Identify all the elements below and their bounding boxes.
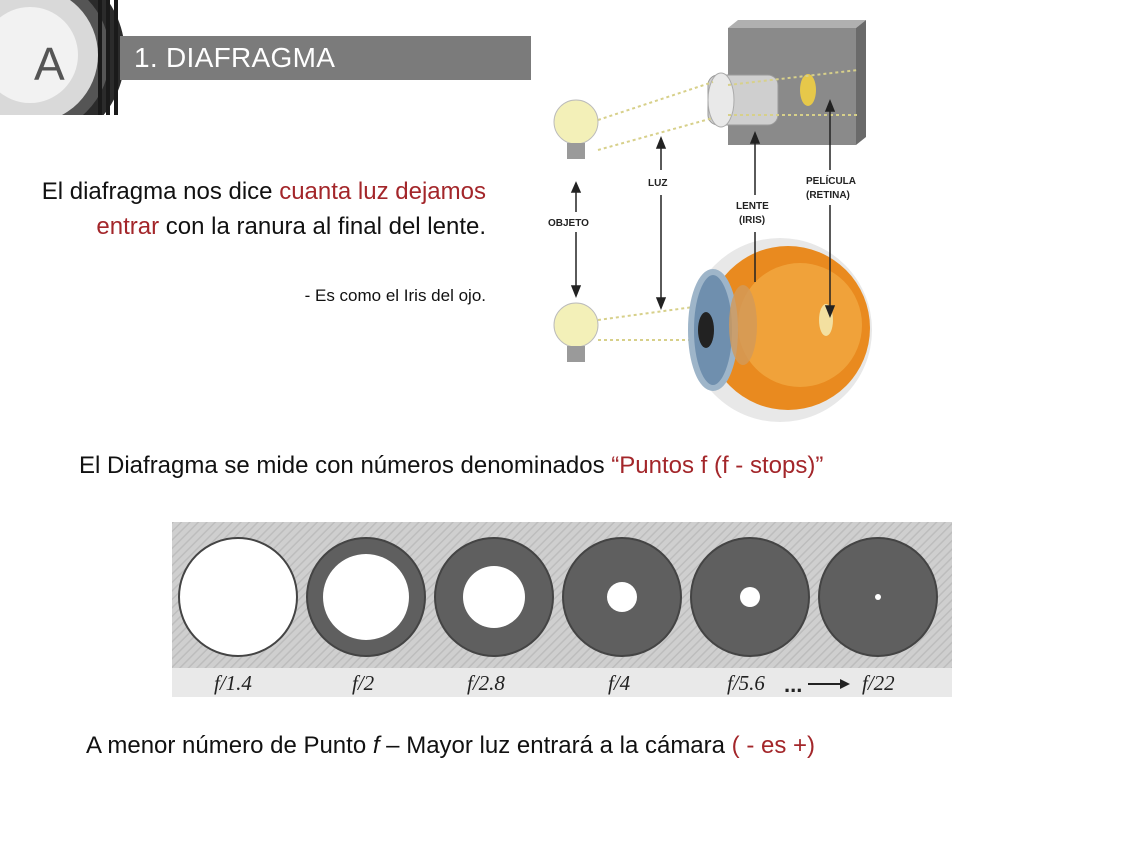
- aperture-5: [690, 537, 810, 657]
- label-lente: LENTE: [736, 201, 769, 212]
- aperture-4: [562, 537, 682, 657]
- fstop-label: f/2.8: [467, 671, 505, 695]
- fstop-label: f/1.4: [214, 671, 252, 695]
- aperture-6: [818, 537, 938, 657]
- label-luz: LUZ: [648, 178, 667, 189]
- fstops-panel: f/1.4 f/2 f/2.8 f/4 f/5.6 ... f/22: [172, 522, 952, 697]
- intro-paragraph: El diafragma nos dice cuanta luz dejamos…: [40, 174, 486, 244]
- intro-note: - Es como el Iris del ojo.: [304, 286, 486, 305]
- label-pelicula: PELÍCULA: [806, 174, 856, 187]
- fstop-ellipsis: ...: [784, 672, 802, 697]
- line2-highlight: “Puntos f (f - stops)”: [611, 452, 824, 479]
- fstop-label: f/2: [352, 671, 375, 695]
- title-bar: [120, 36, 531, 80]
- bulb-icon: [553, 302, 599, 362]
- line2-text: El Diafragma se mide con números denomin…: [79, 452, 612, 479]
- aperture-3: [434, 537, 554, 657]
- eye-illustration: [688, 238, 872, 422]
- camera-illustration: [707, 20, 866, 145]
- dial-letter: A: [34, 38, 65, 90]
- fstop-label: f/5.6: [727, 671, 765, 695]
- dial-graphic: A: [0, 0, 125, 115]
- camera-eye-diagram: OBJETO LUZ LENTE (IRIS) PELÍCULA (RETINA…: [548, 20, 872, 422]
- line3-f: f: [372, 732, 380, 759]
- line3-text-a: A menor número de Punto: [86, 732, 373, 759]
- aperture-2: [306, 537, 426, 657]
- page-title: 1. DIAFRAGMA: [134, 42, 336, 73]
- arrow-right-icon: [808, 679, 850, 689]
- bulb-icon: [553, 99, 599, 159]
- fstop-label: f/4: [608, 671, 631, 695]
- fstop-label: f/22: [862, 671, 895, 695]
- label-retina: (RETINA): [806, 190, 850, 201]
- intro-highlight: cuanta luz dejamos entrar: [96, 178, 486, 240]
- conclusion-line: A menor número de Punto f – Mayor luz en…: [86, 732, 815, 760]
- intro-text-1: El diafragma nos dice: [41, 178, 280, 205]
- intro-text-2: con la ranura al final del lente.: [159, 213, 486, 240]
- line3-text-b: – Mayor luz entrará a la cámara: [379, 732, 732, 759]
- label-objeto: OBJETO: [548, 218, 589, 229]
- aperture-1: [178, 537, 298, 657]
- fstop-intro-line: El Diafragma se mide con números denomin…: [79, 452, 823, 480]
- label-iris: (IRIS): [739, 215, 765, 226]
- line3-highlight: ( - es +): [731, 732, 816, 759]
